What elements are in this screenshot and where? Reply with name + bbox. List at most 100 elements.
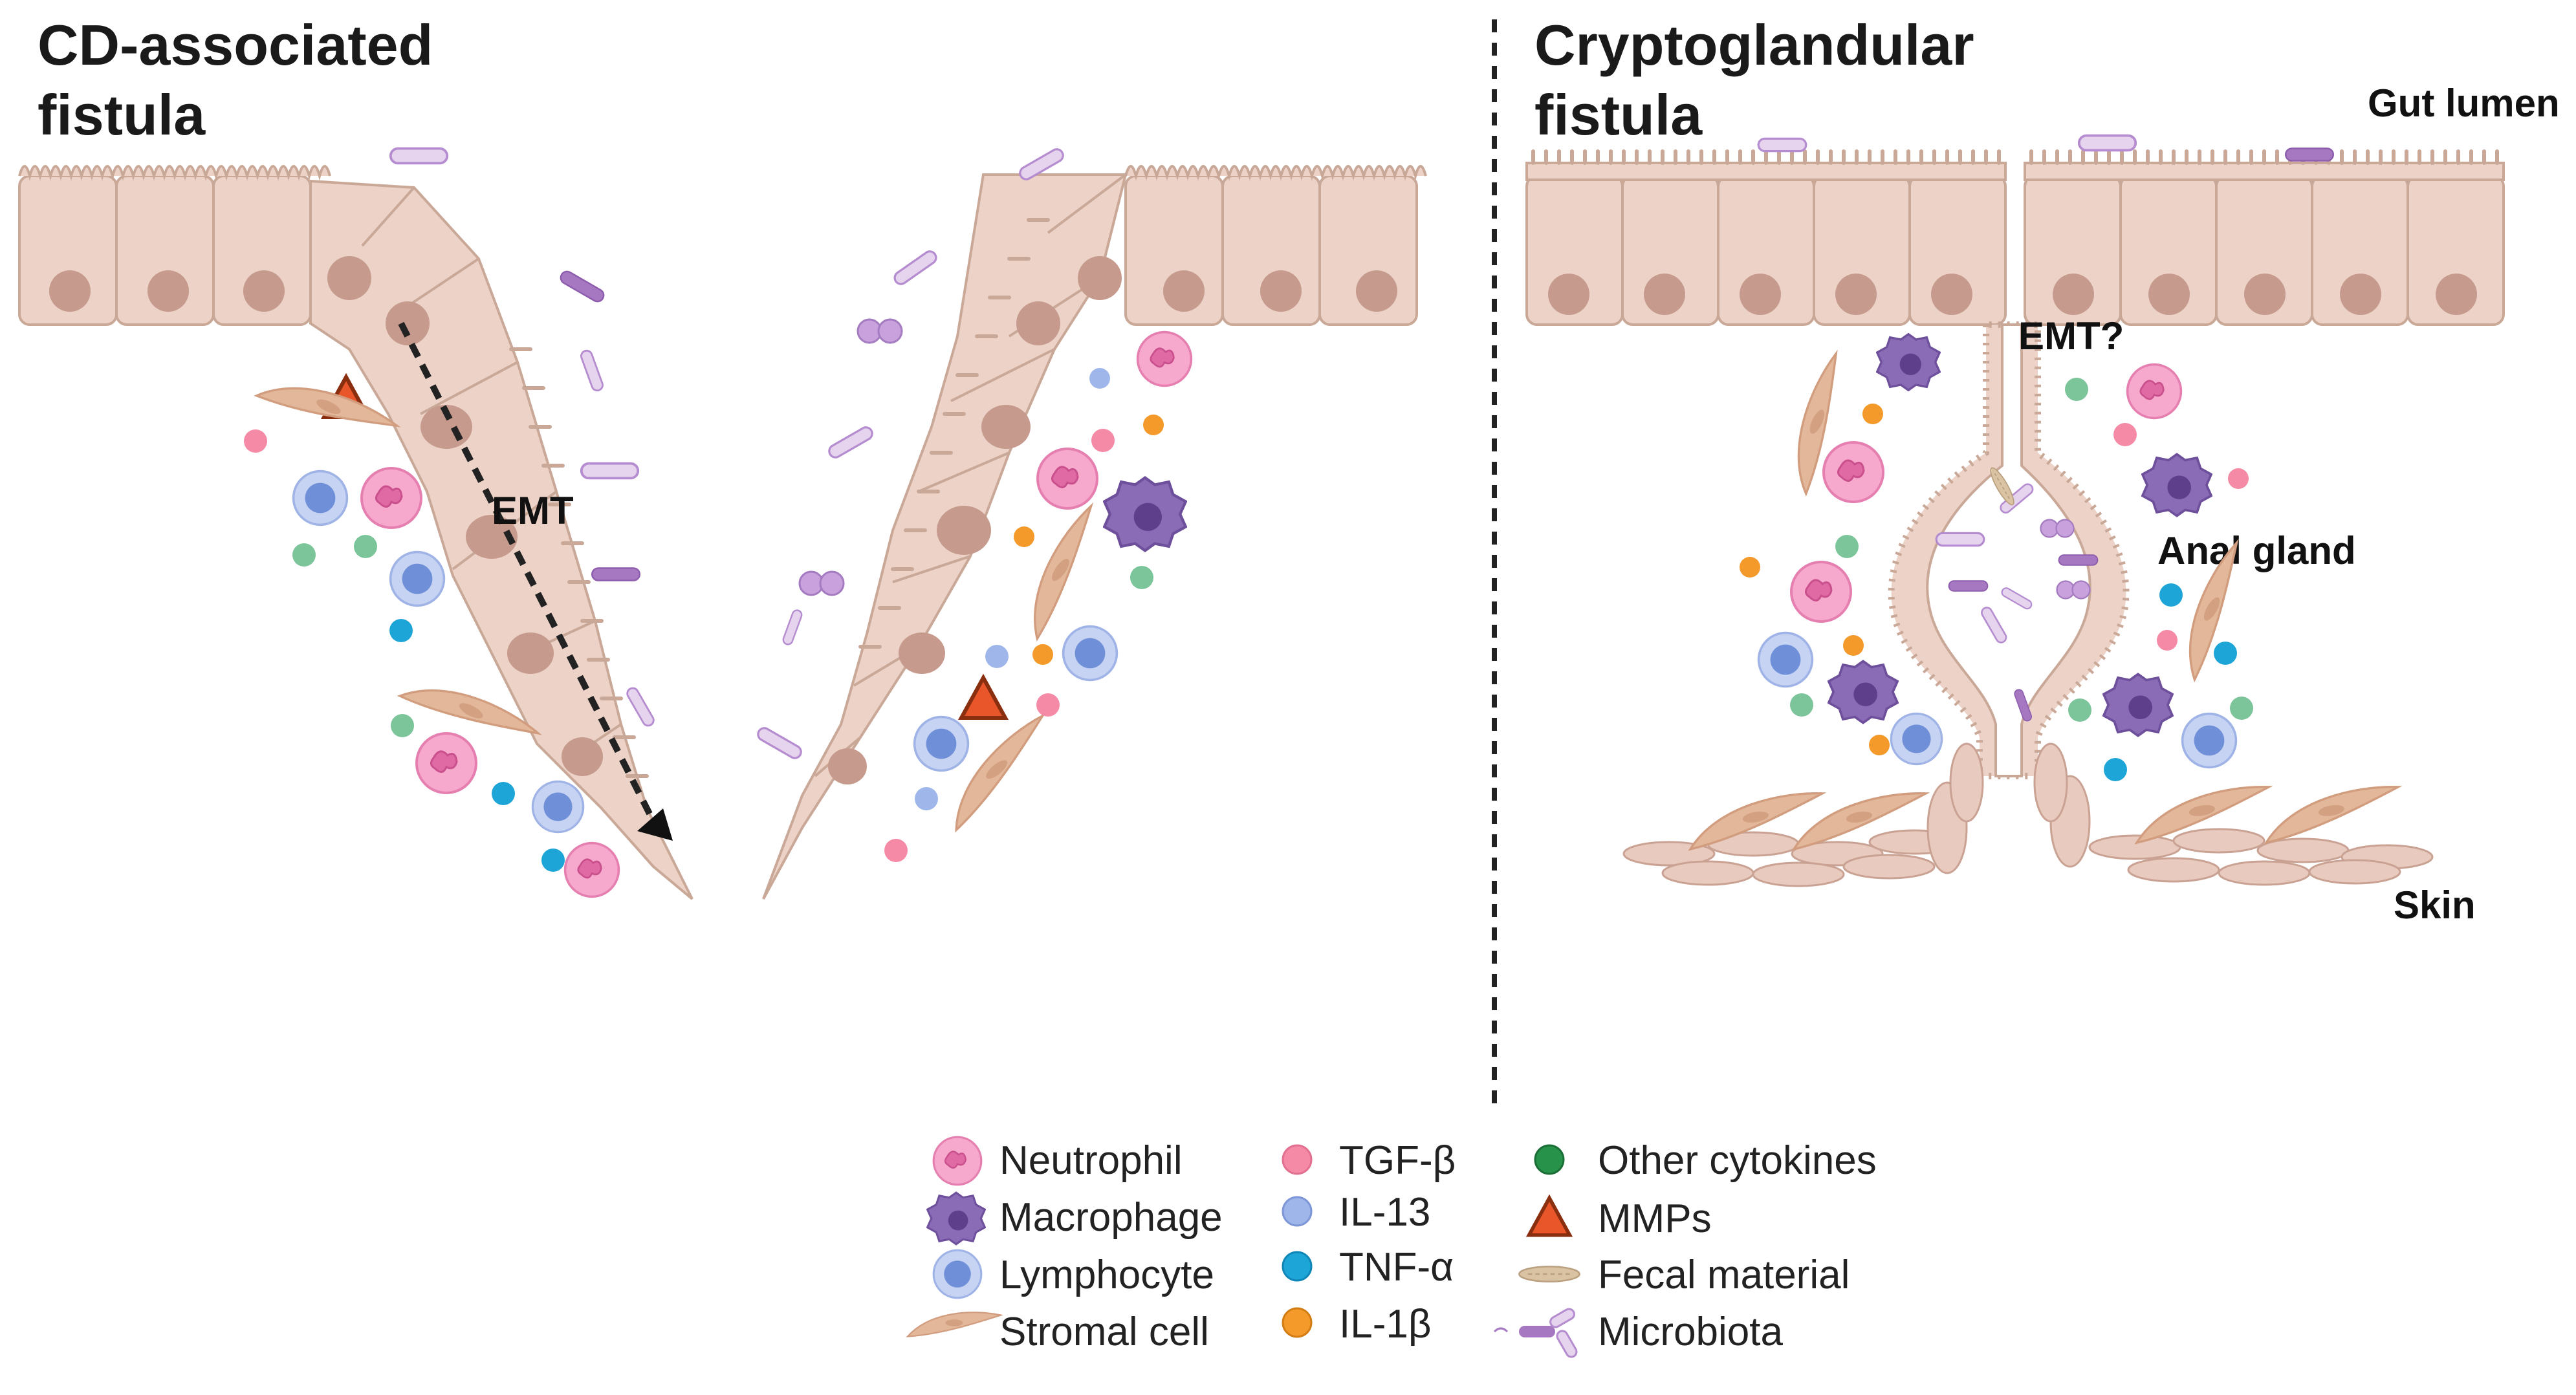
tnf-alpha-dot-icon — [2214, 642, 2237, 665]
other-cytokines-dot-icon — [1130, 566, 1153, 589]
il-1-beta-dot-icon — [1282, 1307, 1313, 1338]
stromal-cell-icon — [906, 1312, 1002, 1337]
legend-stromal-cell: Stromal cell — [999, 1310, 1209, 1354]
other-cytokines-dot-icon — [2068, 698, 2091, 722]
microbiota-icon — [1935, 532, 1985, 547]
macrophage-icon — [1104, 478, 1186, 551]
anal-gland-label: Anal gland — [2157, 529, 2356, 572]
microbiota-icon — [798, 570, 845, 596]
emt-label: EMT — [492, 489, 574, 532]
microbiota-icon — [624, 685, 657, 729]
epithelium-left-flat — [18, 165, 331, 326]
stromal-cell-icon — [1006, 502, 1119, 640]
microbiota-icon — [1493, 1308, 1578, 1358]
il-1-beta-dot-icon — [1014, 526, 1034, 547]
mmp-triangle-icon — [961, 678, 1005, 718]
microbiota-icon — [1757, 137, 1807, 153]
neutrophil-icon — [2126, 363, 2183, 420]
tnf-alpha-dot-icon — [492, 782, 515, 805]
gut-lumen-label: Gut lumen — [2368, 81, 2560, 125]
microbiota-icon — [558, 268, 607, 305]
tgf-beta-dot-icon — [1036, 693, 1060, 717]
legend-other-cytokines: Other cytokines — [1598, 1138, 1877, 1183]
legend-neutrophil: Neutrophil — [999, 1138, 1183, 1183]
microbiota-icon — [891, 248, 940, 288]
legend-tgf-beta: TGF-β — [1339, 1138, 1456, 1183]
microbiota-icon — [1948, 580, 1989, 592]
il-13-dot-icon — [915, 787, 938, 810]
tgf-beta-dot-icon — [2228, 468, 2249, 489]
il-1-beta-dot-icon — [1862, 404, 1883, 424]
legend-macrophage: Macrophage — [999, 1195, 1223, 1240]
il-1-beta-dot-icon — [1843, 635, 1864, 656]
fecal-material-icon — [1518, 1266, 1580, 1282]
emt-question-label: EMT? — [2018, 314, 2124, 358]
cd-fistula-panel: EMT — [18, 146, 1427, 900]
microbiota-icon — [2077, 134, 2137, 152]
cryptoglandular-panel: EMT? Gut lumen Anal gland Skin — [1525, 81, 2560, 927]
legend: Neutrophil Macrophage Lymphocyte Stromal… — [906, 1136, 1877, 1358]
other-cytokines-dot-icon — [391, 714, 414, 737]
tnf-alpha-dot-icon — [389, 619, 413, 642]
tnf-alpha-dot-icon — [2104, 758, 2127, 781]
microbiota-icon — [578, 348, 606, 393]
other-cytokines-dot-icon — [1790, 693, 1813, 717]
legend-il-1-beta: IL-1β — [1339, 1302, 1432, 1346]
legend-il-13: IL-13 — [1339, 1190, 1430, 1235]
tgf-beta-dot-icon — [1091, 429, 1115, 452]
other-cytokines-dot-icon — [1534, 1144, 1565, 1175]
legend-mmps: MMPs — [1598, 1196, 1712, 1241]
other-cytokines-dot-icon — [2230, 697, 2253, 720]
microbiota-icon — [389, 147, 449, 165]
right-title-line-1: Cryptoglandular — [1534, 13, 1974, 77]
other-cytokines-dot-icon — [1835, 535, 1859, 558]
stromal-cell-icon — [2258, 781, 2405, 844]
il-1-beta-dot-icon — [1740, 557, 1760, 578]
il-13-dot-icon — [1089, 368, 1110, 389]
lymphocyte-icon — [1890, 712, 1943, 766]
neutrophil-icon — [1036, 448, 1098, 510]
macrophage-icon — [1876, 333, 1941, 391]
skin-layer — [1622, 742, 2434, 887]
microbiota-icon — [591, 567, 641, 581]
tgf-beta-dot-icon — [884, 839, 908, 862]
other-cytokines-dot-icon — [2065, 378, 2088, 401]
left-title-line-1: CD-associated — [38, 13, 433, 77]
il-1-beta-dot-icon — [1143, 415, 1164, 435]
tgf-beta-dot-icon — [2157, 630, 2178, 651]
tnf-alpha-dot-icon — [541, 849, 565, 872]
neutrophil-icon — [360, 467, 422, 529]
microbiota-icon — [754, 724, 805, 762]
macrophage-icon — [926, 1191, 986, 1246]
emt-arrow-head — [637, 808, 673, 841]
mmp-triangle-icon — [1529, 1198, 1570, 1235]
neutrophil-icon — [932, 1136, 983, 1186]
tgf-beta-dot-icon — [244, 429, 267, 453]
legend-microbiota: Microbiota — [1598, 1310, 1784, 1354]
il-1-beta-dot-icon — [1032, 644, 1053, 665]
macrophage-icon — [2102, 673, 2174, 737]
neutrophil-icon — [1136, 330, 1193, 387]
microbiota-icon — [2284, 147, 2335, 162]
epithelium-top — [1525, 149, 2505, 326]
tnf-alpha-dot-icon — [1282, 1251, 1313, 1282]
neutrophil-icon — [1822, 441, 1884, 503]
lymphocyte-icon — [932, 1249, 983, 1299]
macrophage-icon — [1828, 660, 1899, 724]
right-title-line-2: fistula — [1534, 83, 1703, 147]
other-cytokines-dot-icon — [354, 535, 377, 558]
il-13-dot-icon — [1282, 1196, 1313, 1227]
neutrophil-icon — [1790, 561, 1852, 623]
neutrophil-icon — [563, 841, 620, 898]
lymphocyte-icon — [531, 780, 585, 834]
lymphocyte-icon — [2181, 712, 2238, 769]
lymphocyte-icon — [1062, 625, 1119, 682]
microbiota-icon — [580, 462, 640, 480]
legend-fecal-material: Fecal material — [1598, 1253, 1850, 1297]
lymphocyte-icon — [913, 715, 970, 772]
microbiota-icon — [2058, 554, 2099, 566]
tgf-beta-dot-icon — [1282, 1144, 1313, 1175]
left-title-line-2: fistula — [38, 83, 206, 147]
il-13-dot-icon — [985, 645, 1009, 668]
